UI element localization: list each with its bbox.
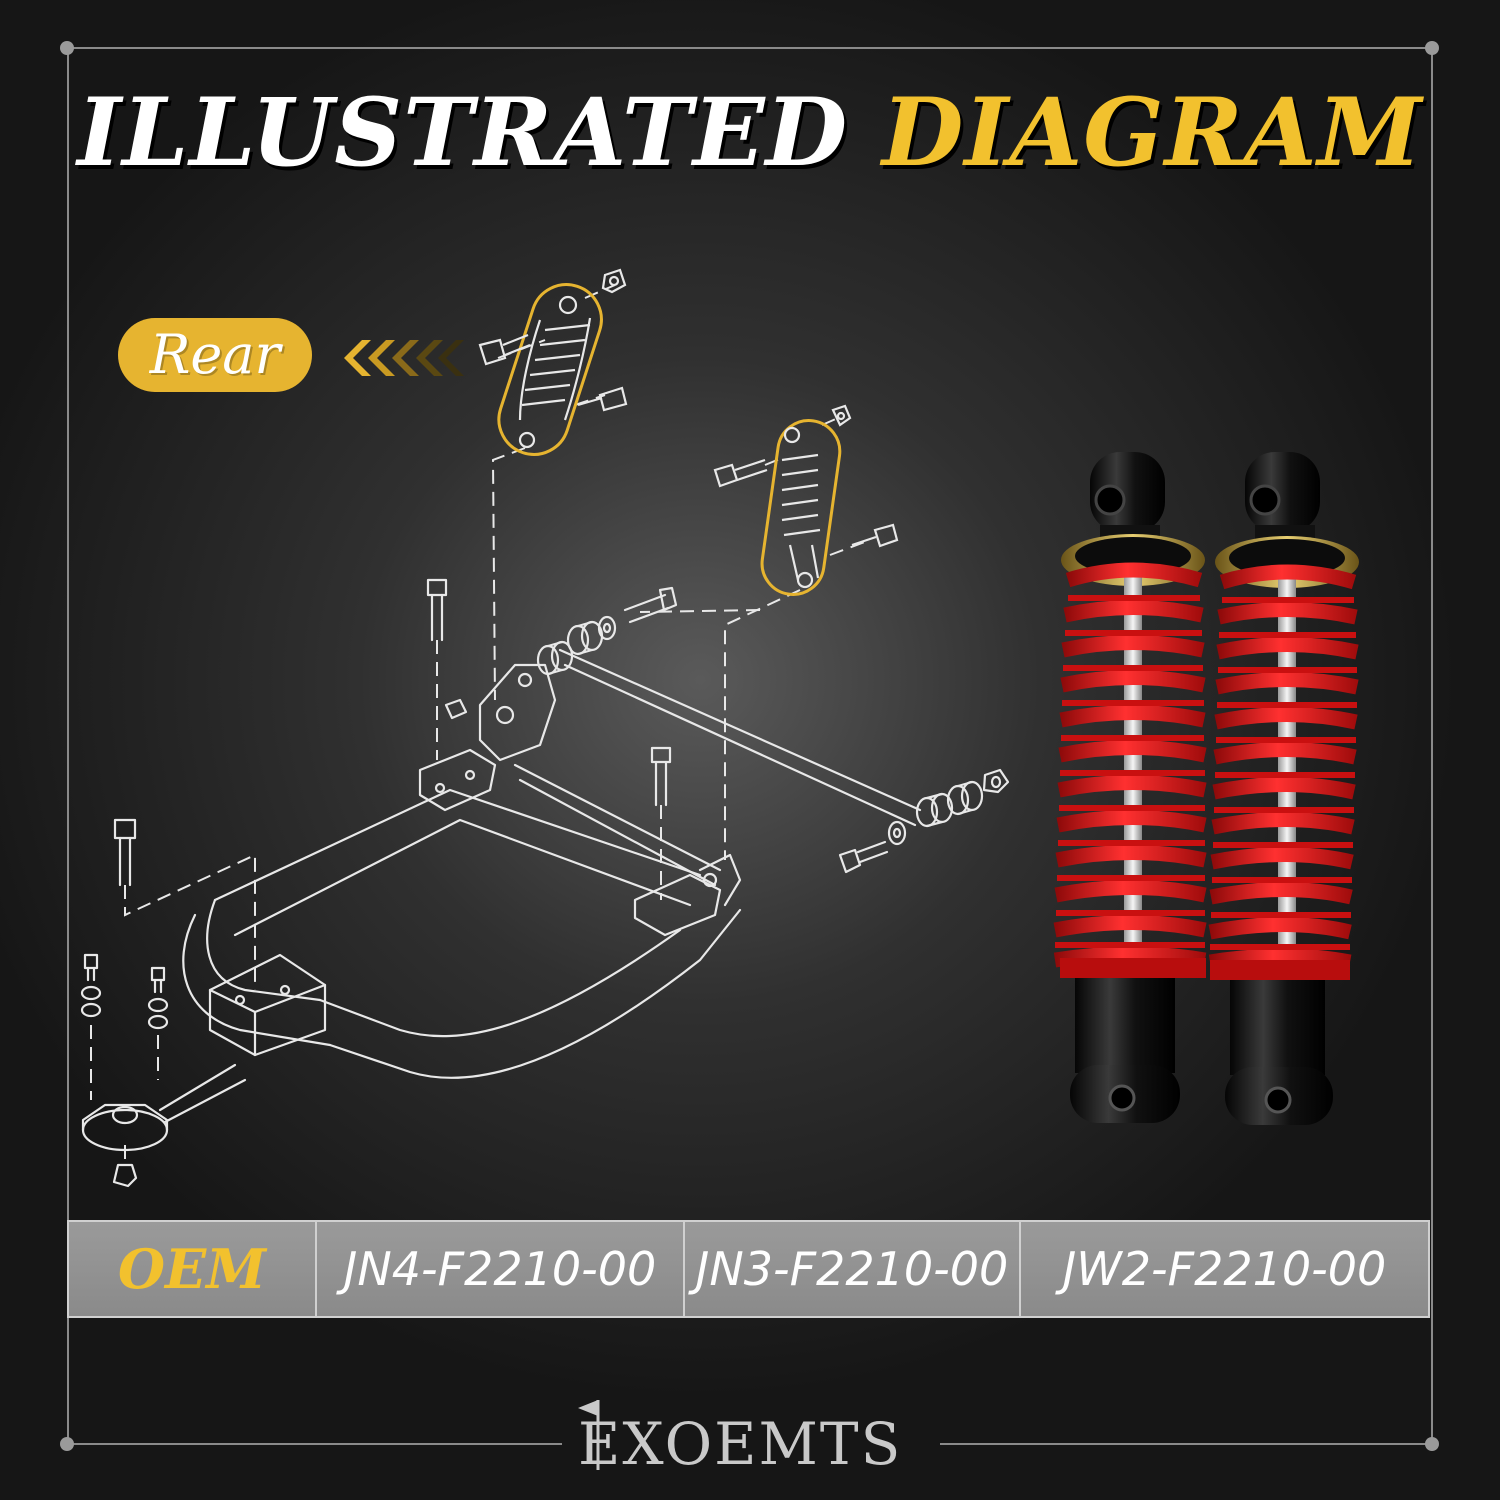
brand-logo: EXOEMTS	[560, 1390, 940, 1480]
shock-absorber-right	[1208, 452, 1359, 1125]
brand-logo-text: EXOEMTS	[578, 1410, 903, 1478]
frame-corner-dot	[60, 1437, 74, 1451]
diagram-front-shock	[713, 404, 899, 596]
frame-corner-dot	[1425, 1437, 1439, 1451]
golf-flag-icon	[578, 1400, 600, 1470]
title-part-1: ILLUSTRATED	[77, 78, 849, 188]
frame-bottom-line-right	[940, 1443, 1433, 1445]
title-part-2: DIAGRAM	[881, 78, 1423, 188]
oem-part-number: JN4-F2210-00	[317, 1222, 685, 1316]
shock-absorber-left	[1053, 452, 1207, 1123]
frame-bottom-line	[67, 1443, 562, 1445]
rear-badge: Rear	[118, 318, 312, 392]
chevron-left-arrows-icon	[344, 340, 464, 376]
frame-left-line	[67, 47, 69, 1445]
frame-corner-dot	[1425, 41, 1439, 55]
frame-corner-dot	[60, 41, 74, 55]
frame-right-line	[1431, 47, 1433, 1445]
diagram-rear-shock	[478, 268, 628, 456]
oem-label: OEM	[69, 1222, 317, 1316]
page-title: ILLUSTRATED DIAGRAM	[0, 78, 1500, 188]
oem-part-number: JW2-F2210-00	[1062, 1242, 1387, 1296]
oem-part-numbers-table: OEM JN4-F2210-00 JN3-F2210-00 JW2-F2210-…	[67, 1220, 1430, 1318]
oem-part-number: JN3-F2210-00	[685, 1222, 1021, 1316]
frame-top-line	[67, 47, 1433, 49]
